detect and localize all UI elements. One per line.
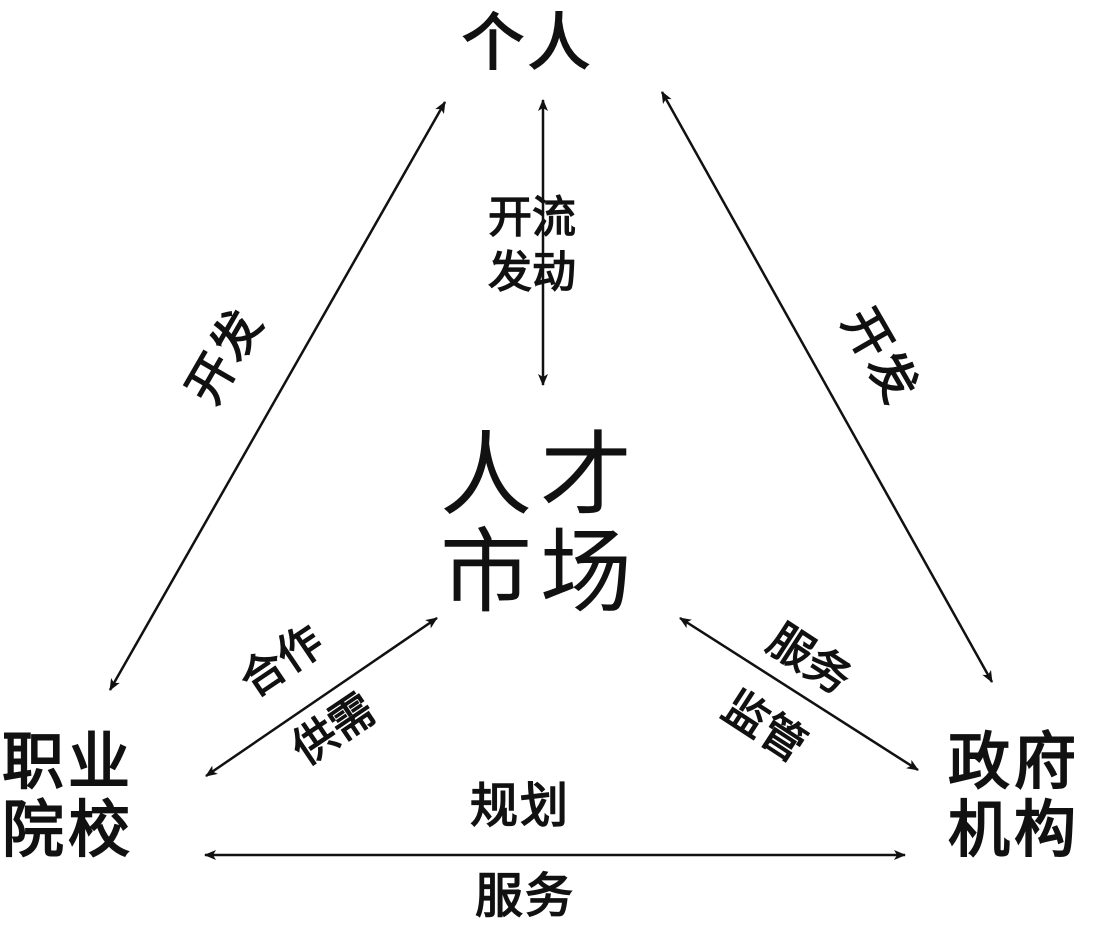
label-service-bottom: 服务 (475, 868, 576, 924)
right-line2: 机构 (948, 793, 1081, 867)
arrow-left-diagonal (108, 101, 447, 691)
right-line1: 政府 (948, 725, 1081, 798)
node-talent-market: 人才 市场 (440, 422, 641, 626)
node-individual: 个人 (462, 6, 595, 79)
left-line2: 院校 (2, 793, 135, 867)
vertical-line1: 开流 (488, 192, 576, 243)
node-vocational-college: 职业 院校 (2, 725, 135, 867)
label-planning: 规划 (470, 778, 571, 834)
arrow-bottom-right (679, 616, 919, 772)
label-vertical: 开流 发动 (488, 190, 576, 300)
vertical-line2: 发动 (488, 247, 576, 298)
node-government: 政府 机构 (948, 725, 1081, 867)
left-line1: 职业 (2, 725, 135, 798)
center-line2: 市场 (440, 518, 641, 626)
arrow-right-diagonal (660, 91, 994, 683)
center-line1: 人才 (440, 422, 641, 529)
arrow-bottom-left (205, 616, 438, 778)
